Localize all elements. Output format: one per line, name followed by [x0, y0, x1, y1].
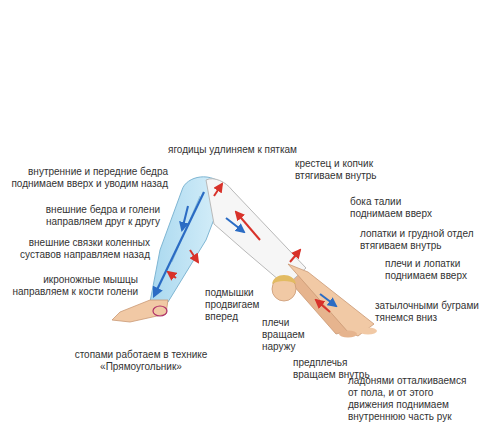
hair — [272, 275, 296, 284]
annotation-label: внешние связки коленных суставов направл… — [4, 237, 150, 261]
annotation-label: подмышки продвигаем вперед — [205, 287, 267, 323]
annotation-label: ягодицы удлиняем к пяткам — [168, 144, 338, 156]
annotation-label: плечи вращаем наружу — [262, 317, 314, 353]
annotation-label: икроножные мышцы направляем к кости голе… — [4, 274, 138, 298]
annotation-label: лопатки и грудной отдел втягиваем внутрь — [360, 228, 492, 252]
blue-arrow — [154, 192, 204, 296]
annotation-label: плечи и лопатки поднимаем вверх — [385, 258, 493, 282]
annotation-label: ладонями отталкиваемся от пола, и от это… — [348, 375, 472, 423]
legs — [150, 177, 226, 302]
annotation-label: стопами работаем в технике «Прямоугольни… — [72, 349, 210, 373]
torso — [206, 179, 306, 286]
annotation-label: внешние бедра и голени направляем друг к… — [6, 204, 160, 228]
heel-mark — [153, 306, 167, 316]
annotation-label: внутренние и передние бедра поднимаем вв… — [6, 166, 168, 190]
annotation-label: затылочными буграми тянемся вниз — [375, 300, 493, 324]
red-arrow — [236, 212, 260, 240]
annotation-label: бока талии поднимаем вверх — [350, 196, 442, 220]
arm — [288, 264, 374, 336]
annotation-label: крестец и копчик втягиваем внутрь — [295, 158, 395, 182]
feet — [112, 300, 168, 322]
